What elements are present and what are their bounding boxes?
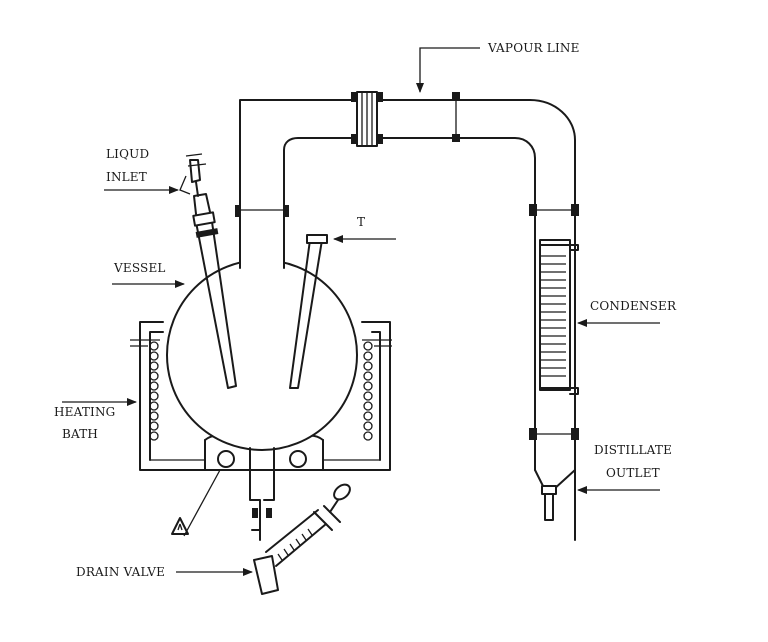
drain-valve[interactable]	[251, 482, 353, 595]
drain-valve-label: DRAIN VALVE	[76, 565, 165, 579]
vapour-line-label: VAPOUR LINE	[487, 41, 580, 55]
liquid-inlet-label-line2: INLET	[106, 170, 147, 184]
vapour-line-arrow	[416, 47, 480, 93]
distillate-outlet-label-line2: OUTLET	[606, 466, 660, 480]
thermometer-tube	[289, 234, 328, 389]
flame-icon	[171, 469, 221, 537]
right-heating-coil	[362, 339, 392, 441]
inlet-valve-icon[interactable]	[179, 153, 207, 197]
left-heating-coil	[130, 339, 160, 441]
condenser-label: CONDENSER	[590, 299, 677, 313]
left-burner	[217, 450, 235, 468]
vapour-line-flange	[351, 91, 460, 147]
vessel	[166, 99, 576, 541]
heating-bath-label-line1: HEATING	[54, 405, 115, 419]
right-burner	[289, 450, 307, 468]
condenser	[529, 204, 579, 521]
liquid-inlet-label-line1: LIQUD	[106, 147, 149, 161]
distillate-outlet-label-line1: DISTILLATE	[594, 443, 672, 457]
t-label: T	[357, 215, 365, 229]
liquid-inlet-tube	[192, 193, 237, 389]
vessel-label: VESSEL	[113, 261, 166, 275]
heating-bath-label-line2: BATH	[62, 427, 98, 441]
